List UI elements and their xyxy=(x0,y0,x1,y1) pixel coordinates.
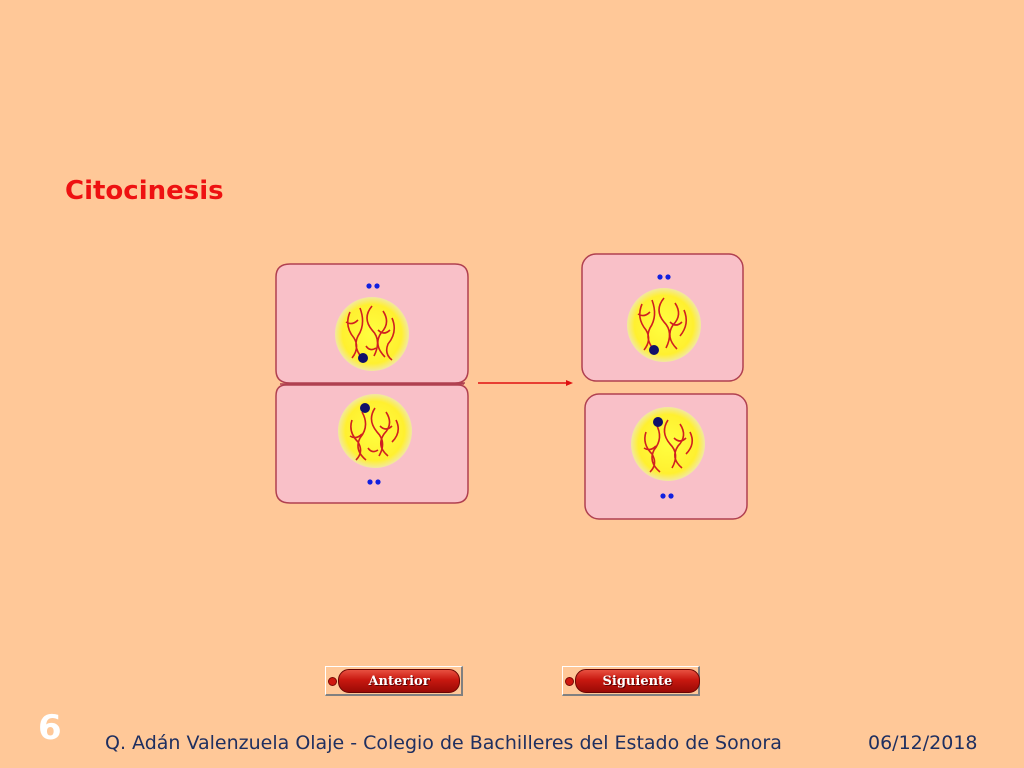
bullet-icon xyxy=(328,676,337,686)
previous-button[interactable]: Anterior xyxy=(325,666,463,696)
nucleolus xyxy=(653,417,663,427)
centrioles xyxy=(366,274,674,499)
previous-button-label: Anterior xyxy=(338,669,460,693)
next-button[interactable]: Siguiente xyxy=(562,666,700,696)
arrow-right-icon xyxy=(478,380,573,386)
nucleolus xyxy=(649,345,659,355)
footer-text: Q. Adán Valenzuela Olaje - Colegio de Ba… xyxy=(105,732,782,754)
nucleus-right-bottom xyxy=(631,407,705,481)
footer-date: 06/12/2018 xyxy=(868,732,978,754)
nucleus-right-top xyxy=(627,288,701,362)
nucleus-left-bottom xyxy=(338,394,412,468)
nucleolus xyxy=(360,403,370,413)
button-frame xyxy=(325,666,463,696)
next-button-label: Siguiente xyxy=(574,669,700,693)
nucleolus xyxy=(358,353,368,363)
bullet-icon xyxy=(565,676,574,686)
slide-title: Citocinesis xyxy=(65,176,224,206)
slide-number: 6 xyxy=(38,708,62,748)
nucleus-left-top xyxy=(335,297,409,371)
